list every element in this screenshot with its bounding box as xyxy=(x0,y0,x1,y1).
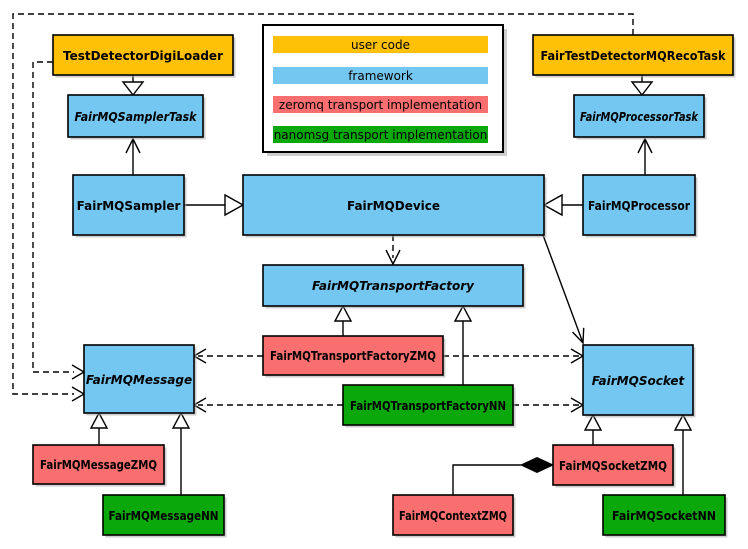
node-label: FairMQSamplerTask xyxy=(75,110,198,124)
node-label: FairMQProcessorTask xyxy=(580,110,699,124)
node-box xyxy=(342,384,514,426)
triangle-arrowhead xyxy=(673,413,693,431)
inheritance-messagezmq-message xyxy=(89,411,109,445)
inheritance-messagenn-message xyxy=(171,411,191,495)
node-label: FairMQSocketNN xyxy=(612,509,716,523)
composition-socketzmq-contextzmq xyxy=(452,456,555,495)
legend-swatch-nanomsg xyxy=(273,126,488,143)
triangle-arrowhead xyxy=(171,411,191,429)
node-fairmqprocessortask: FairMQProcessorTask xyxy=(573,94,707,140)
edge-line xyxy=(542,234,584,344)
node-label: TestDetectorDigiLoader xyxy=(63,49,223,63)
legend-swatch-zeromq xyxy=(273,96,488,113)
node-label: FairMQTransportFactoryZMQ xyxy=(270,349,436,363)
inheritance-factoryzmq-factory xyxy=(333,304,353,336)
node-label: FairMQMessageZMQ xyxy=(40,458,157,472)
node-fairtestdetectormqrecotask: FairTestDetectorMQRecoTask xyxy=(532,34,736,78)
dependency-factorynn-message xyxy=(192,397,343,413)
node-fairmqdevice: FairMQDevice xyxy=(242,174,547,238)
diamond-arrowhead xyxy=(519,456,555,474)
node-box xyxy=(532,34,734,76)
node-label: FairMQTransportFactory xyxy=(312,279,475,293)
triangle-arrowhead xyxy=(542,193,563,217)
node-label: FairMQSocketZMQ xyxy=(559,459,667,473)
inheritance-socketnn-socket xyxy=(673,413,693,495)
triangle-arrowhead xyxy=(453,304,473,322)
node-box xyxy=(72,174,185,236)
triangle-arrowhead xyxy=(121,81,145,97)
dependency-factoryzmq-socket xyxy=(443,348,585,364)
association-device-socket xyxy=(542,234,585,345)
node-fairmqmessage: FairMQMessage xyxy=(83,344,197,416)
node-box xyxy=(573,94,705,138)
dependency-factoryzmq-message xyxy=(192,348,263,364)
legend-label-framework: framework xyxy=(348,69,413,83)
node-box xyxy=(392,494,514,536)
triangle-arrowhead xyxy=(630,81,654,97)
node-box xyxy=(582,174,696,236)
dependency-factorynn-socket xyxy=(513,397,585,413)
inheritance-digiloader-samplertask xyxy=(121,75,145,97)
node-box xyxy=(602,494,726,536)
node-box xyxy=(67,94,204,138)
association-sampler-samplertask xyxy=(125,137,141,175)
node-box xyxy=(582,344,694,416)
node-fairmqsampler: FairMQSampler xyxy=(72,174,187,238)
legend-swatch-framework xyxy=(273,67,488,84)
open-arrowhead xyxy=(385,249,401,266)
node-label: FairMQSampler xyxy=(77,199,181,213)
node-fairmqtransportfactoryzmq: FairMQTransportFactoryZMQ xyxy=(262,335,446,378)
triangle-arrowhead xyxy=(333,304,353,322)
node-box xyxy=(262,264,524,307)
node-box xyxy=(262,335,444,376)
inheritance-factorynn-factory xyxy=(453,304,473,385)
inheritance-recotask-processortask xyxy=(630,75,654,97)
node-testdetectordigiloader: TestDetectorDigiLoader xyxy=(52,34,236,78)
node-label: FairMQProcessor xyxy=(588,199,690,213)
node-fairmqtransportfactory: FairMQTransportFactory xyxy=(262,264,526,309)
node-fairmqsocketzmq: FairMQSocketZMQ xyxy=(552,444,676,488)
node-box xyxy=(552,444,674,486)
association-processor-processortask xyxy=(637,137,653,175)
dependency-recotask-to-message-line xyxy=(12,13,634,395)
node-box xyxy=(32,444,165,485)
node-label: FairMQTransportFactoryNN xyxy=(350,399,506,413)
edge-line xyxy=(452,464,521,495)
legend-label-nanomsg: nanomsg transport implementation xyxy=(274,128,488,142)
triangle-arrowhead xyxy=(583,413,603,431)
node-box xyxy=(52,34,234,76)
open-arrowhead xyxy=(571,327,585,345)
node-box xyxy=(102,494,225,536)
node-box xyxy=(242,174,545,236)
node-label: FairMQDevice xyxy=(347,199,440,213)
legend: user code framework zeromq transport imp… xyxy=(262,24,507,156)
node-label: FairMQContextZMQ xyxy=(399,509,507,523)
node-label: FairMQMessageNN xyxy=(109,509,219,523)
inheritance-socketzmq-socket xyxy=(583,413,603,445)
node-fairmqcontextzmq: FairMQContextZMQ xyxy=(392,494,516,538)
legend-label-user-code: user code xyxy=(351,38,410,52)
legend-label-zeromq: zeromq transport implementation xyxy=(279,98,482,112)
node-fairmqprocessor: FairMQProcessor xyxy=(582,174,698,238)
triangle-arrowhead xyxy=(224,193,245,217)
node-fairmqsamplertask: FairMQSamplerTask xyxy=(67,94,206,140)
node-label: FairMQMessage xyxy=(86,373,192,387)
node-box xyxy=(83,344,195,414)
node-fairmqsocketnn: FairMQSocketNN xyxy=(602,494,728,538)
node-fairmqmessagenn: FairMQMessageNN xyxy=(102,494,227,538)
dependency-device-transportfactory xyxy=(385,235,401,266)
node-label: FairTestDetectorMQRecoTask xyxy=(541,49,727,63)
legend-swatch-user-code xyxy=(273,36,488,53)
inheritance-sampler-device xyxy=(184,193,245,217)
node-label: FairMQSocket xyxy=(592,374,686,388)
node-fairmqtransportfactorynn: FairMQTransportFactoryNN xyxy=(342,384,516,428)
triangle-arrowhead xyxy=(89,411,109,429)
inheritance-processor-device xyxy=(542,193,583,217)
dependency-digiloader-to-message-line xyxy=(32,61,74,373)
node-fairmqmessagezmq: FairMQMessageZMQ xyxy=(32,444,167,487)
node-fairmqsocket: FairMQSocket xyxy=(582,344,696,418)
